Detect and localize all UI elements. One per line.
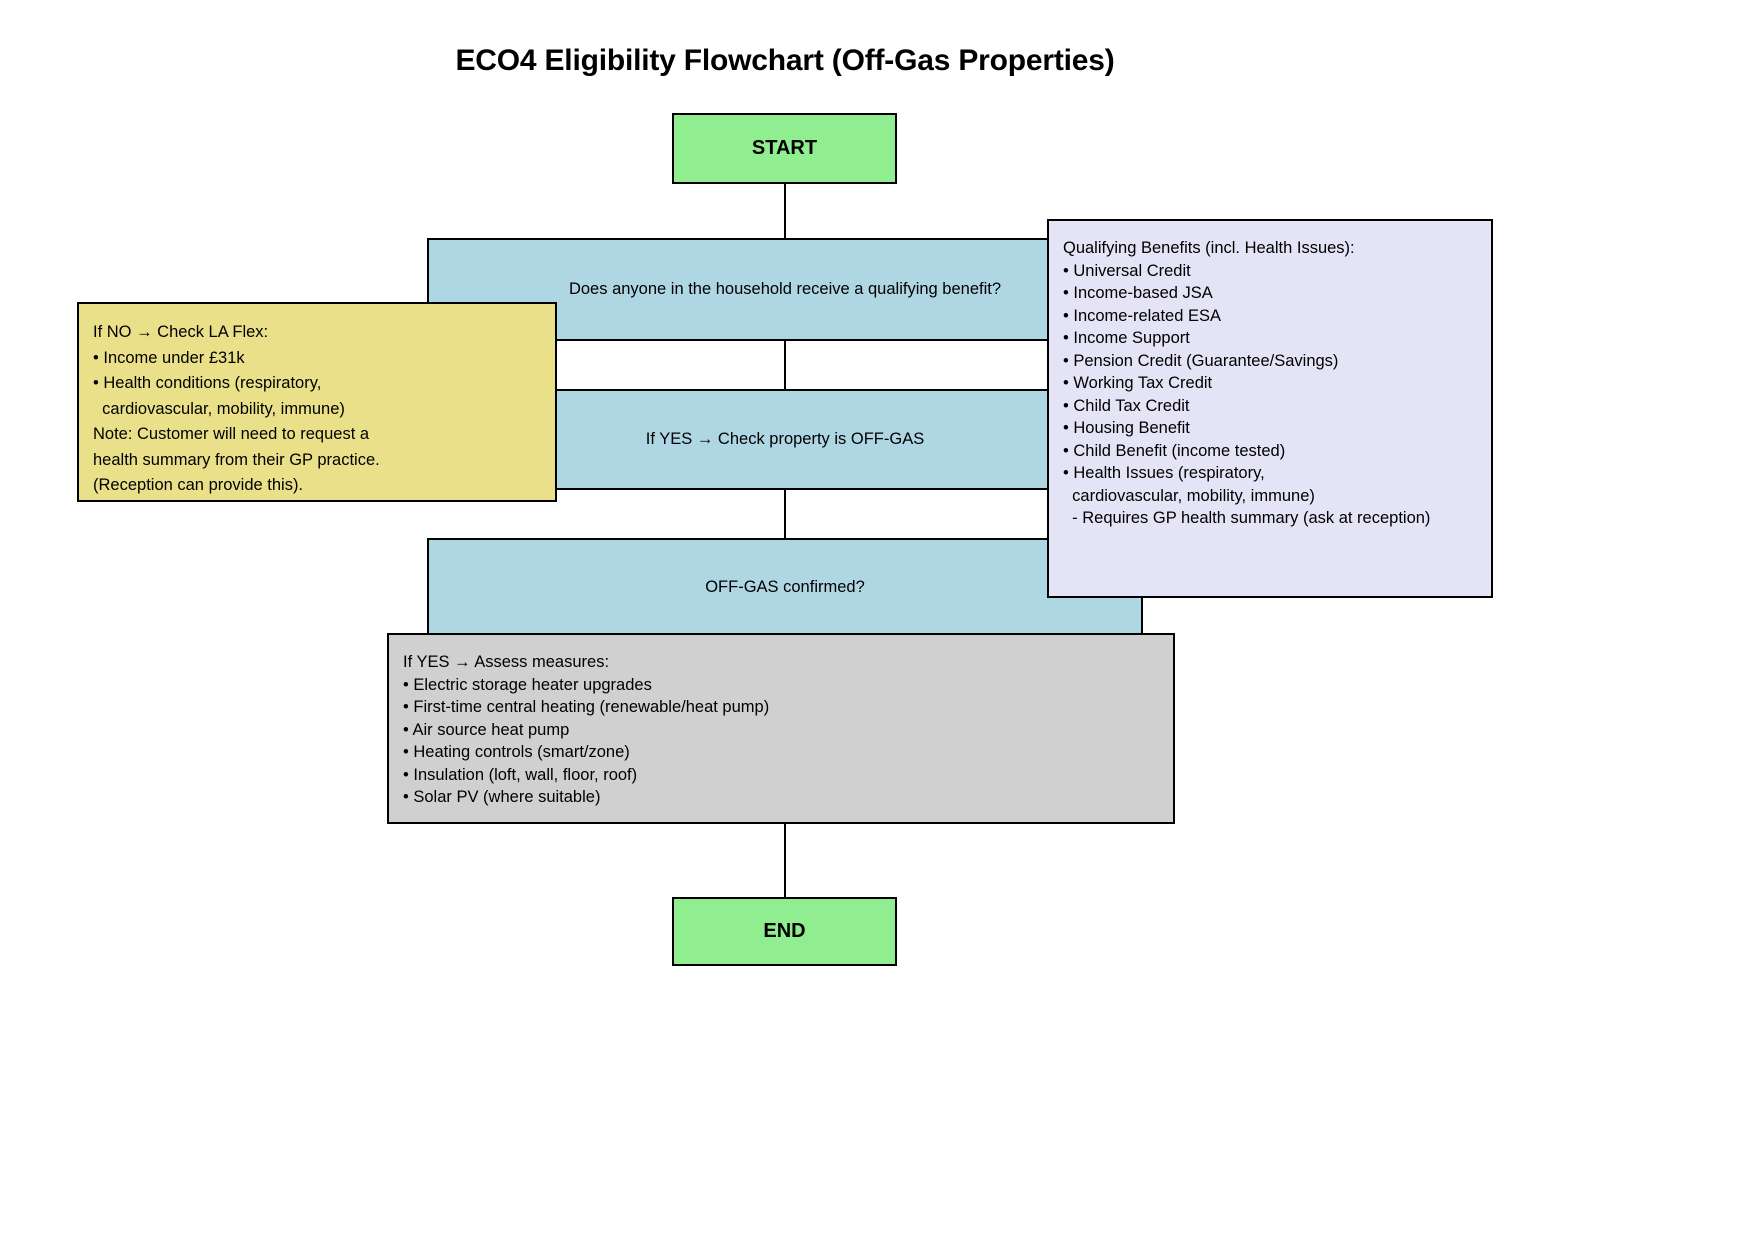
connector-decision2-to-decision3 — [784, 490, 786, 538]
end-node-label: END — [763, 920, 806, 943]
decision-off-gas-confirmed-label: OFF-GAS confirmed? — [705, 578, 865, 597]
connector-decision1-to-decision2 — [784, 341, 786, 389]
note-la-flex: If NO → Check LA Flex: • Income under £3… — [77, 302, 557, 502]
connector-start-to-decision1 — [784, 184, 786, 240]
start-node-label: START — [751, 137, 818, 160]
note-assess-measures: If YES → Assess measures: • Electric sto… — [387, 633, 1175, 824]
page-title: ECO4 Eligibility Flowchart (Off-Gas Prop… — [455, 44, 1115, 77]
decision-off-gas-confirmed[interactable]: OFF-GAS confirmed? — [427, 538, 1143, 637]
start-node[interactable]: START — [672, 113, 897, 184]
end-node[interactable]: END — [672, 897, 897, 966]
decision-check-off-gas-label: If YES → Check property is OFF-GAS — [645, 430, 925, 449]
note-qualifying-benefits: Qualifying Benefits (incl. Health Issues… — [1047, 219, 1493, 598]
decision-qualifying-benefit-label: Does anyone in the household receive a q… — [568, 280, 1002, 299]
connector-measures-to-end — [784, 824, 786, 897]
